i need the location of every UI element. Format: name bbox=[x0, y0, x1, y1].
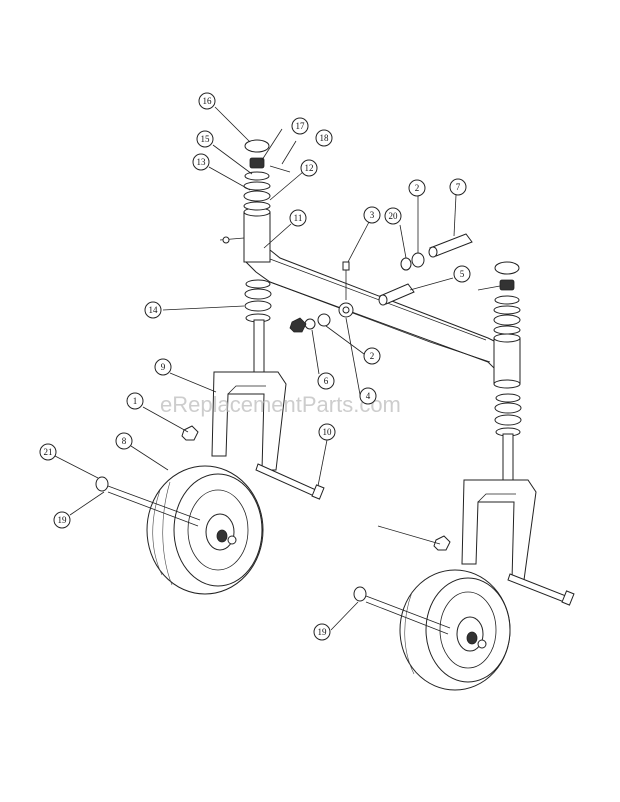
svg-text:21: 21 bbox=[44, 447, 53, 457]
left-spindle-housing bbox=[243, 207, 271, 263]
left-nut bbox=[181, 425, 199, 441]
axle-beam bbox=[245, 227, 505, 369]
callout-14: 14 bbox=[144, 301, 162, 319]
callout-5: 5 bbox=[453, 265, 471, 283]
right-bearing-stack bbox=[477, 261, 521, 335]
right-spindle-housing bbox=[493, 333, 521, 389]
callout-21: 21 bbox=[39, 443, 57, 461]
svg-text:18: 18 bbox=[320, 133, 330, 143]
left-wheel bbox=[146, 465, 264, 595]
callout-9: 9 bbox=[154, 358, 172, 376]
svg-text:16: 16 bbox=[203, 96, 213, 106]
callout-11: 11 bbox=[289, 209, 307, 227]
svg-text:15: 15 bbox=[201, 134, 211, 144]
grease-fitting-left bbox=[219, 236, 245, 244]
callout-19-right: 19 bbox=[313, 623, 331, 641]
right-lower-bearing bbox=[494, 393, 522, 437]
svg-text:20: 20 bbox=[389, 211, 399, 221]
svg-text:14: 14 bbox=[149, 305, 159, 315]
callout-17: 17 bbox=[291, 117, 309, 135]
left-bearing-stack bbox=[243, 139, 291, 211]
callout-18: 18 bbox=[315, 129, 333, 147]
svg-text:11: 11 bbox=[294, 213, 303, 223]
callout-20: 20 bbox=[384, 207, 402, 225]
left-axle-washer-line bbox=[95, 476, 201, 527]
callout-13: 13 bbox=[192, 153, 210, 171]
svg-text:3: 3 bbox=[370, 210, 375, 220]
left-axle-bolt bbox=[255, 463, 325, 500]
right-axle-washer-line bbox=[353, 586, 451, 635]
svg-text:5: 5 bbox=[460, 269, 465, 279]
svg-text:8: 8 bbox=[122, 436, 127, 446]
svg-text:10: 10 bbox=[323, 427, 333, 437]
callout-8: 8 bbox=[115, 432, 133, 450]
right-wheel bbox=[399, 569, 511, 691]
callout-6: 6 bbox=[317, 372, 335, 390]
bushings bbox=[378, 233, 473, 306]
right-axle-bolt bbox=[507, 573, 575, 606]
svg-text:2: 2 bbox=[415, 183, 420, 193]
svg-text:13: 13 bbox=[197, 157, 207, 167]
callout-3: 3 bbox=[363, 206, 381, 224]
right-nut bbox=[433, 535, 451, 551]
callout-7: 7 bbox=[449, 178, 467, 196]
svg-text:6: 6 bbox=[324, 376, 329, 386]
callout-15: 15 bbox=[196, 130, 214, 148]
svg-text:7: 7 bbox=[456, 182, 461, 192]
callout-2-top: 2 bbox=[408, 179, 426, 197]
left-caster-fork bbox=[211, 319, 287, 471]
leader-lines bbox=[54, 106, 457, 631]
callout-16: 16 bbox=[198, 92, 216, 110]
svg-text:19: 19 bbox=[318, 627, 328, 637]
svg-text:1: 1 bbox=[133, 396, 138, 406]
svg-text:17: 17 bbox=[296, 121, 306, 131]
svg-text:2: 2 bbox=[370, 351, 375, 361]
pivot-hardware bbox=[289, 261, 354, 333]
svg-text:4: 4 bbox=[366, 391, 371, 401]
callout-1: 1 bbox=[126, 392, 144, 410]
callout-2-mid: 2 bbox=[363, 347, 381, 365]
left-lower-bearing bbox=[244, 279, 272, 323]
callout-19-left: 19 bbox=[53, 511, 71, 529]
callout-12: 12 bbox=[300, 159, 318, 177]
svg-text:9: 9 bbox=[161, 362, 166, 372]
right-caster-fork bbox=[461, 433, 537, 581]
callout-4: 4 bbox=[359, 387, 377, 405]
svg-text:19: 19 bbox=[58, 515, 68, 525]
callout-10: 10 bbox=[318, 423, 336, 441]
svg-text:12: 12 bbox=[305, 163, 314, 173]
